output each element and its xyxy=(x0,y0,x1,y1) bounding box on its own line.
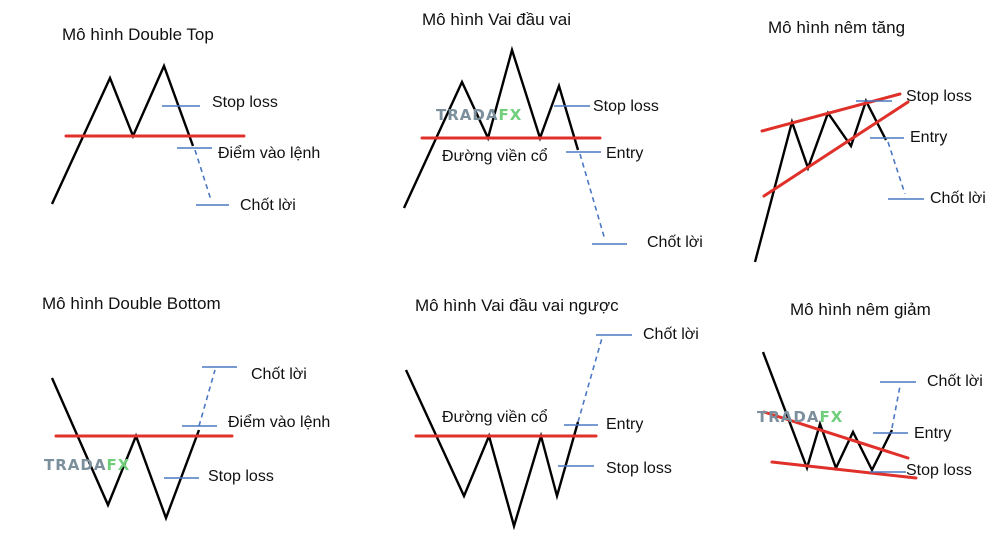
falling-wedge-stop-label: Stop loss xyxy=(906,462,972,479)
double-bottom-price-line xyxy=(50,377,201,522)
inverse-head-shoulders-title: Mô hình Vai đầu vai ngược xyxy=(415,296,619,315)
falling-wedge-target-path xyxy=(891,385,901,429)
falling-wedge-chart xyxy=(761,351,918,480)
inverse-head-shoulders-chart xyxy=(404,334,632,531)
watermark-logo: TRADAFX xyxy=(44,456,131,474)
rising-wedge-entry-label: Entry xyxy=(910,129,948,146)
double-top-title: Mô hình Double Top xyxy=(62,25,214,44)
rising-wedge-stop-label: Stop loss xyxy=(906,88,972,105)
head-shoulders-target-path xyxy=(579,153,606,241)
falling-wedge-upper-line xyxy=(762,410,910,460)
inverse-head-shoulders-target-path xyxy=(577,337,603,423)
rising-wedge-title: Mô hình nêm tăng xyxy=(768,18,906,37)
head-shoulders-title: Mô hình Vai đầu vai xyxy=(422,10,571,29)
falling-wedge-target-label: Chốt lời xyxy=(927,373,983,390)
falling-wedge-entry-label: Entry xyxy=(914,425,952,442)
double-top-target-label: Chốt lời xyxy=(240,197,296,214)
head-shoulders-stop-label: Stop loss xyxy=(593,98,659,115)
rising-wedge-target-path xyxy=(887,141,906,195)
double-top-entry-label: Điểm vào lệnh xyxy=(218,145,321,162)
inverse-head-shoulders-entry-label: Entry xyxy=(606,416,644,433)
double-top-stop-label: Stop loss xyxy=(212,94,278,111)
double-top-chart xyxy=(50,62,246,206)
watermark-logo: TRADAFX xyxy=(436,106,523,124)
double-bottom-chart xyxy=(50,366,237,522)
double-bottom-entry-label: Điểm vào lệnh xyxy=(228,414,331,431)
inverse-head-shoulders-target-label: Chốt lời xyxy=(643,326,699,343)
falling-wedge-lower-line xyxy=(770,460,918,480)
inverse-head-shoulders-stop-label: Stop loss xyxy=(606,460,672,477)
inverse-head-shoulders-neckline-label: Đường viền cổ xyxy=(442,409,548,426)
double-bottom-title: Mô hình Double Bottom xyxy=(42,294,221,313)
rising-wedge-price-line xyxy=(753,97,888,263)
double-bottom-target-path xyxy=(198,369,216,427)
double-bottom-stop-label: Stop loss xyxy=(208,468,274,485)
head-shoulders-chart xyxy=(402,45,627,245)
inverse-head-shoulders-price-line xyxy=(404,369,580,531)
head-shoulders-neckline-label: Đường viền cổ xyxy=(442,148,548,165)
rising-wedge-chart xyxy=(753,92,924,263)
double-bottom-target-label: Chốt lời xyxy=(251,366,307,383)
head-shoulders-entry-label: Entry xyxy=(606,145,644,162)
watermark-logo: TRADAFX xyxy=(757,408,844,426)
head-shoulders-target-label: Chốt lời xyxy=(647,234,703,251)
rising-wedge-lower-line xyxy=(762,100,910,198)
rising-wedge-target-label: Chốt lời xyxy=(930,190,986,207)
head-shoulders-price-line xyxy=(402,45,580,209)
rising-wedge-upper-line xyxy=(760,92,902,133)
double-top-target-path xyxy=(194,149,212,201)
falling-wedge-title: Mô hình nêm giảm xyxy=(790,300,931,319)
